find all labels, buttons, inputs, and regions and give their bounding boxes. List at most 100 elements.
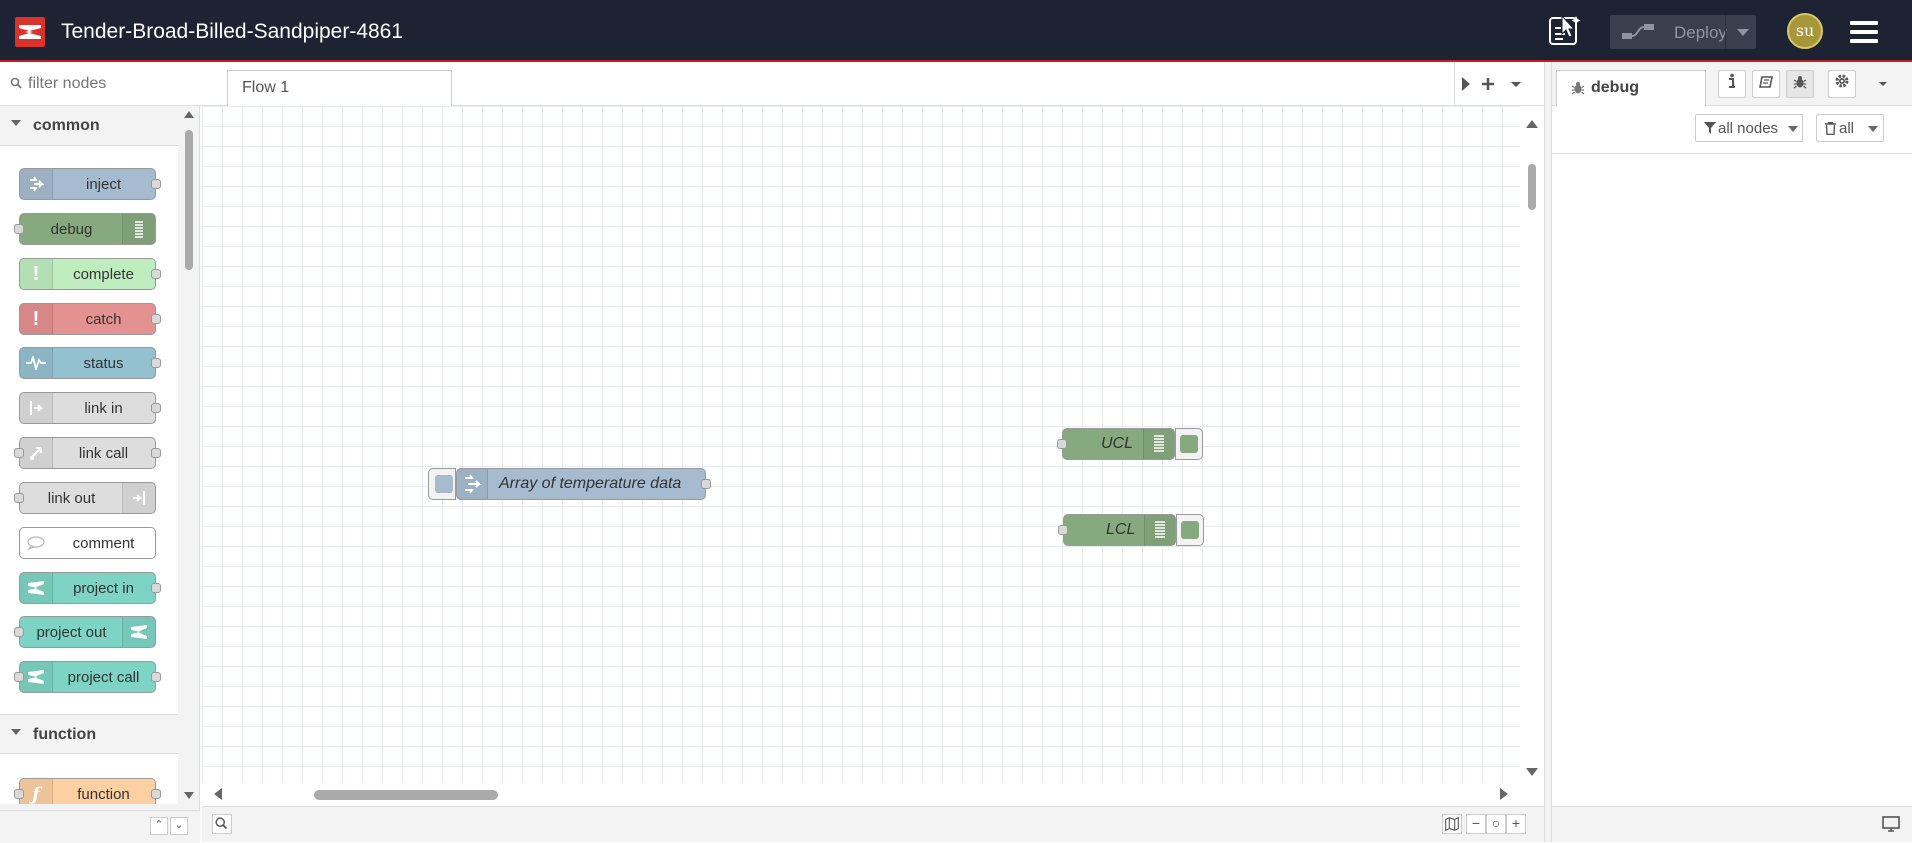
workspace-footer: − ○ + [202,806,1544,842]
sidebar-menu-caret-icon[interactable] [1876,78,1890,90]
input-port[interactable] [1058,525,1068,535]
palette-node-list: common inject debug ! complete ! cat [0,106,178,804]
scroll-tabs-right-icon[interactable] [1456,74,1476,94]
category-label: function [33,726,97,743]
debug-toggle-button[interactable] [1175,428,1203,460]
logo-icon [15,17,45,47]
flow-node-inject[interactable]: Array of temperature data [456,468,711,500]
bug-icon[interactable] [1786,70,1814,98]
canvas-vertical-scrollbar[interactable] [1520,106,1544,782]
node-label: project in [73,580,134,597]
palette-node-catch[interactable]: ! catch [19,303,161,335]
input-port[interactable] [1057,439,1067,449]
palette-search [0,62,200,106]
input-port [14,493,24,503]
gear-icon[interactable] [1828,70,1856,98]
node-label: function [77,786,130,803]
ai-assistant-icon[interactable] [1548,14,1582,48]
input-port [14,448,24,458]
output-port [151,269,161,279]
node-label: comment [72,535,135,552]
zoom-reset-icon[interactable]: ○ [1486,814,1506,834]
user-avatar[interactable]: su [1787,13,1823,49]
exclamation-icon: ! [20,304,53,334]
output-port [151,403,161,413]
main-menu-hamburger-icon[interactable] [1850,21,1878,43]
palette-node-function[interactable]: ƒ function [14,778,161,804]
output-port[interactable] [701,479,711,489]
function-icon: ƒ [20,779,53,804]
node-label: complete [73,266,134,283]
search-icon [10,77,22,89]
node-label: inject [85,176,122,193]
palette-node-link-out[interactable]: link out [14,482,156,514]
deploy-icon [1622,24,1654,39]
palette-node-project-out[interactable]: project out [14,616,156,648]
palette-node-complete[interactable]: ! complete [19,258,161,290]
flow-node-debug-ucl[interactable]: UCL [1057,428,1175,460]
collapse-all-icon[interactable]: ⌃ [150,817,168,835]
input-port [14,627,24,637]
list-icon [1143,429,1174,459]
palette-node-project-call[interactable]: project call [14,661,161,693]
chevron-down-icon [1788,126,1798,132]
chevron-down-icon [11,729,21,735]
zoom-in-icon[interactable]: + [1506,814,1526,834]
comment-icon [20,528,52,558]
output-port [151,314,161,324]
palette-search-input[interactable] [26,74,190,94]
debug-toggle-button[interactable] [1176,514,1204,546]
list-icon [1144,515,1175,545]
trash-icon [1825,122,1836,135]
flow-node-debug-lcl[interactable]: LCL [1058,514,1176,546]
zoom-out-icon[interactable]: − [1466,814,1486,834]
node-label: link out [47,490,96,507]
sidebar-footer [1552,806,1912,842]
palette-scrollbar[interactable] [182,106,196,804]
node-label: status [83,355,124,372]
palette-node-comment[interactable]: comment [19,527,156,559]
debug-messages-area[interactable] [1552,154,1912,806]
navigator-map-icon[interactable] [1442,814,1462,834]
clear-debug-dropdown[interactable]: all [1816,114,1884,142]
deploy-button[interactable]: Deploy [1610,15,1756,49]
popout-window-icon[interactable] [1882,816,1900,832]
flow-canvas[interactable]: Array of temperature data UCL LCL [202,106,1520,782]
palette-node-link-call[interactable]: link call [14,437,161,469]
deploy-label: Deploy [1674,23,1727,42]
category-common[interactable]: common [0,106,178,146]
node-label: link in [84,400,123,417]
deploy-menu-caret-icon[interactable] [1737,29,1749,36]
project-icon [20,573,53,603]
add-flow-plus-icon[interactable] [1478,74,1498,94]
tab-flow-1[interactable]: Flow 1 [227,70,452,106]
arrow-right-icon [457,469,488,499]
chevron-down-icon [11,120,21,126]
book-icon[interactable] [1752,70,1780,98]
palette-node-project-in[interactable]: project in [19,572,161,604]
canvas-horizontal-scrollbar[interactable] [202,782,1520,806]
node-label: link call [78,445,129,462]
debug-filter-dropdown[interactable]: all nodes [1695,114,1803,142]
chevron-down-icon [1868,126,1878,132]
tab-debug[interactable]: debug [1556,70,1706,106]
palette-node-debug[interactable]: debug [14,213,156,245]
category-label: common [33,117,100,134]
palette-node-status[interactable]: status [19,347,161,379]
sidebar-tabs: debug [1552,62,1912,106]
info-icon[interactable] [1718,70,1746,98]
category-function[interactable]: function [0,714,178,754]
search-icon[interactable] [212,814,232,834]
palette-node-link-in[interactable]: link in [19,392,161,424]
palette-node-inject[interactable]: inject [19,168,161,200]
output-port [151,179,161,189]
node-palette: common inject debug ! complete ! cat [0,62,200,843]
node-label: Array of temperature data [499,475,682,492]
exclamation-icon: ! [20,259,53,289]
sidebar-resize-handle[interactable] [1544,62,1552,842]
inject-trigger-button[interactable] [428,468,456,500]
expand-all-icon[interactable]: ⌄ [170,817,188,835]
app-title: Tender-Broad-Billed-Sandpiper-4861 [61,20,404,43]
flow-list-caret-icon[interactable] [1506,74,1526,94]
arrow-right-icon [20,169,53,199]
